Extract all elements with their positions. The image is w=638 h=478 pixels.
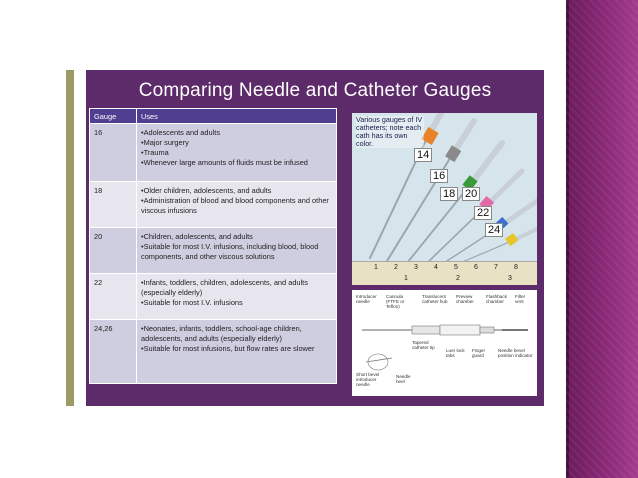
use-item: •Administration of blood and blood compo… — [141, 196, 329, 215]
use-item: •Infants, toddlers, children, adolescent… — [141, 278, 308, 297]
table-row: 18 •Older children, adolescents, and adu… — [89, 181, 337, 228]
use-item: •Major surgery — [141, 138, 189, 147]
table-header-row: Gauge Uses — [89, 108, 337, 124]
use-item: •Neonates, infants, toddlers, school-age… — [141, 324, 302, 343]
table-row: 20 •Children, adolescents, and adults •S… — [89, 227, 337, 274]
catheter-photo: Various gauges of IV catheters; note eac… — [352, 113, 537, 285]
gauge-label-20: 20 — [462, 187, 481, 201]
label-flashback-chamber: Flashback chamber — [486, 294, 507, 304]
uses-cell: •Adolescents and adults •Major surgery •… — [136, 123, 337, 182]
uses-cell: •Infants, toddlers, children, adolescent… — [136, 273, 337, 320]
label-tapered-tip: Tapered catheter tip — [412, 340, 435, 350]
gauge-cell: 18 — [89, 181, 137, 228]
table-row: 22 •Infants, toddlers, children, adolesc… — [89, 273, 337, 320]
use-item: •Suitable for most infusions, but flow r… — [141, 344, 315, 353]
ruler-number: 4 — [434, 264, 438, 271]
table-row: 24,26 •Neonates, infants, toddlers, scho… — [89, 319, 337, 384]
ruler-number: 7 — [494, 264, 498, 271]
ruler-number: 8 — [514, 264, 518, 271]
use-item: •Trauma — [141, 148, 169, 157]
use-item: •Older children, adolescents, and adults — [141, 186, 272, 195]
uses-cell: •Neonates, infants, toddlers, school-age… — [136, 319, 337, 384]
slide-title: Comparing Needle and Catheter Gauges — [138, 80, 492, 101]
gauge-label-18: 18 — [440, 187, 459, 201]
use-item: •Adolescents and adults — [141, 128, 221, 137]
label-introducer-needle: Introducer needle — [356, 294, 377, 304]
label-finger-guard: Finger guard — [472, 348, 486, 358]
label-preview-chamber: Preview chamber — [456, 294, 474, 304]
use-item: •Whenever large amounts of fluids must b… — [141, 158, 308, 167]
ruler-number: 1 — [404, 275, 408, 282]
catheter-drawing — [362, 324, 528, 371]
use-item: •Suitable for most I.V. infusions, inclu… — [141, 242, 319, 261]
ruler-number: 2 — [394, 264, 398, 271]
gauge-cell: 22 — [89, 273, 137, 320]
ruler-number: 3 — [508, 275, 512, 282]
ruler-number: 1 — [374, 264, 378, 271]
slide-panel: Comparing Needle and Catheter Gauges Gau… — [86, 70, 544, 406]
gauge-label-14: 14 — [414, 148, 433, 162]
label-cannula: Cannula (FTFE or Teflon) — [386, 294, 405, 309]
side-decor-strip — [566, 0, 638, 478]
gauge-table: Gauge Uses 16 •Adolescents and adults •M… — [89, 108, 337, 384]
label-needle-heel: Needle heel — [396, 374, 411, 384]
label-needle-bevel: Needle bevel position indicator — [498, 348, 533, 358]
uses-cell: •Older children, adolescents, and adults… — [136, 181, 337, 228]
ruler: 1 2 3 4 5 6 7 8 1 2 3 — [352, 261, 537, 285]
use-item: •Suitable for most I.V. infusions — [141, 298, 243, 307]
gauge-label-16: 16 — [430, 169, 449, 183]
use-item: •Children, adolescents, and adults — [141, 232, 253, 241]
gauge-cell: 16 — [89, 123, 137, 182]
gauge-header: Gauge — [89, 108, 137, 124]
gauge-cell: 20 — [89, 227, 137, 274]
ruler-number: 3 — [414, 264, 418, 271]
ruler-number: 2 — [456, 275, 460, 282]
uses-cell: •Children, adolescents, and adults •Suit… — [136, 227, 337, 274]
left-accent-bar — [66, 70, 74, 406]
gauge-label-22: 22 — [474, 206, 493, 220]
label-translucent-hub: Translucent catheter hub — [422, 294, 448, 304]
label-luer-lock: Luer lock tabs — [446, 348, 465, 358]
photo-caption: Various gauges of IV catheters; note eac… — [356, 115, 424, 148]
ruler-number: 6 — [474, 264, 478, 271]
gauge-cell: 24,26 — [89, 319, 137, 384]
uses-header: Uses — [136, 108, 337, 124]
label-short-bevel: Short bevel introducer needle — [356, 372, 380, 387]
side-decor-pattern — [566, 0, 638, 478]
gauge-label-24: 24 — [485, 223, 504, 237]
catheter-diagram: Introducer needle Cannula (FTFE or Teflo… — [352, 290, 537, 396]
table-row: 16 •Adolescents and adults •Major surger… — [89, 123, 337, 182]
label-filter-vent: Filter vent — [515, 294, 526, 304]
ruler-number: 5 — [454, 264, 458, 271]
